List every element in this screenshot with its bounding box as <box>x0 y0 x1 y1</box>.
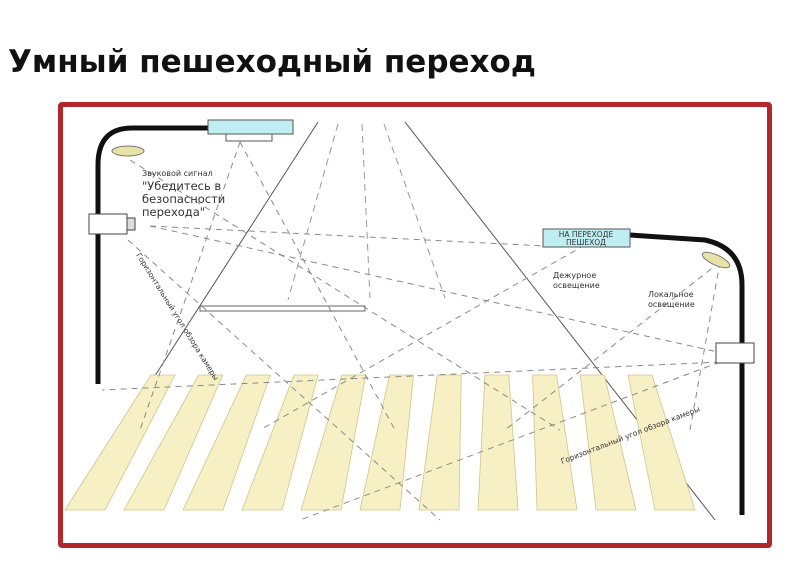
light-beam <box>129 159 561 431</box>
left-sign-panel <box>207 119 294 135</box>
sound-message-line: безопасности <box>142 192 225 206</box>
local-lighting-label: Локальное <box>648 290 694 299</box>
camera-angle-label-left: Горизонтальный угол обзора камеры <box>134 251 220 382</box>
camera-sight-line <box>149 225 546 247</box>
camera-sight-line <box>101 361 721 391</box>
light-beam <box>259 244 586 431</box>
crosswalk <box>64 374 696 511</box>
camera-sight-line <box>127 239 441 521</box>
duty-lighting-label: Дежурное <box>553 271 596 280</box>
sign-text-line: ПЕШЕХОД <box>566 238 606 247</box>
crosswalk-stripe <box>477 374 519 511</box>
lane-divider <box>383 123 446 299</box>
left-camera-lens <box>126 217 136 231</box>
left-camera <box>88 213 128 235</box>
crosswalk-stripe <box>300 374 367 511</box>
crosswalk-stripe <box>532 374 578 511</box>
left-lamp-head <box>111 145 145 157</box>
crosswalk-stripe <box>182 374 271 511</box>
camera-lines <box>101 141 721 521</box>
crosswalk-stripe <box>64 374 176 511</box>
crosswalk-stripe <box>359 374 414 511</box>
local-lighting-label: освещение <box>648 300 695 309</box>
sound-message-line: перехода" <box>142 205 205 219</box>
right-lamp-head <box>701 251 731 269</box>
camera-sight-line <box>149 225 719 353</box>
light-beam <box>139 141 241 431</box>
crosswalk-stripe <box>123 374 224 511</box>
light-beam <box>504 261 721 431</box>
page-title: Умный пешеходный переход <box>8 44 536 80</box>
stop-line <box>199 305 366 312</box>
sound-signal-caption: Звуковой сигнал <box>142 169 213 178</box>
left-lamp-pole <box>95 125 210 384</box>
right-camera <box>715 342 755 364</box>
camera-angle-label-right: Горизонтальный угол обзора камеры <box>559 404 701 466</box>
lane-divider <box>361 123 371 299</box>
crosswalk-stripe <box>579 374 637 511</box>
left-sign-bracket <box>225 133 273 142</box>
right-lamp-pole <box>629 232 745 515</box>
crosswalk-stripe <box>241 374 319 511</box>
sound-message-line: "Убедитесь в <box>142 179 221 193</box>
crosswalk-stripe <box>627 374 696 511</box>
right-sign-panel <box>542 228 631 248</box>
camera-sight-line <box>299 361 721 521</box>
duty-lighting-label: освещение <box>553 281 600 290</box>
sign-text-line: НА ПЕРЕХОДЕ <box>559 230 614 239</box>
lane-divider <box>287 123 339 301</box>
crosswalk-stripe <box>418 374 462 511</box>
